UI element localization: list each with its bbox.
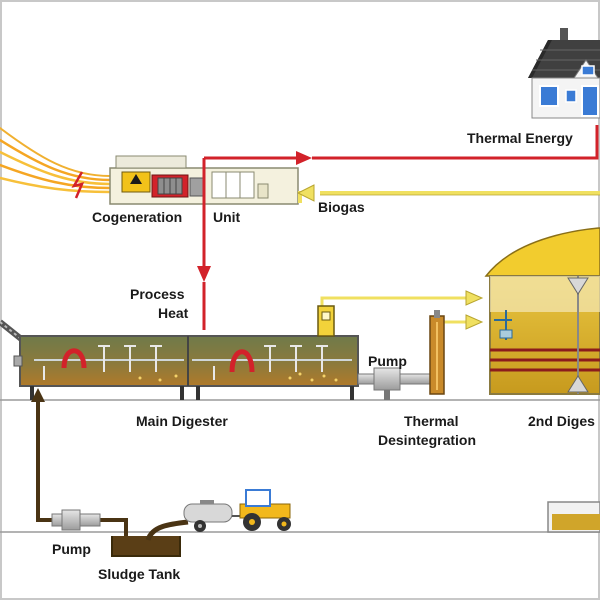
label-biogas: Biogas bbox=[318, 199, 365, 215]
label-heat: Heat bbox=[158, 305, 189, 321]
thermal-desintegration bbox=[429, 310, 445, 395]
biogas-pipe bbox=[296, 184, 600, 203]
lightning-icon bbox=[71, 171, 85, 199]
second-digester bbox=[484, 227, 600, 395]
tractor-icon bbox=[183, 489, 291, 532]
gas-arrow-2 bbox=[465, 314, 484, 330]
pump-top bbox=[357, 367, 443, 400]
heat-arrow-down bbox=[197, 266, 211, 282]
label-cogeneration: Cogeneration bbox=[92, 209, 182, 225]
power-lines bbox=[0, 127, 112, 194]
label-pump-bottom: Pump bbox=[52, 541, 91, 557]
storage-box bbox=[547, 501, 600, 533]
label-desintegration: Desintegration bbox=[378, 432, 476, 448]
heat-arrow-right bbox=[296, 151, 312, 165]
label-unit: Unit bbox=[213, 209, 241, 225]
label-thermal: Thermal bbox=[404, 413, 458, 429]
label-thermal-energy: Thermal Energy bbox=[467, 130, 573, 146]
label-process: Process bbox=[130, 286, 185, 302]
label-second-digester: 2nd Diges bbox=[528, 413, 595, 429]
sludge-tank bbox=[111, 519, 189, 557]
sludge-arrow-up bbox=[31, 388, 45, 402]
label-main-digester: Main Digester bbox=[136, 413, 228, 429]
house-icon bbox=[528, 28, 600, 119]
gas-collector bbox=[317, 305, 335, 337]
main-digester bbox=[13, 335, 359, 400]
heat-pipes bbox=[202, 125, 599, 330]
gas-arrow-1 bbox=[465, 290, 484, 306]
label-pump-top: Pump bbox=[368, 353, 407, 369]
pump-bottom bbox=[51, 509, 101, 531]
label-sludge-tank: Sludge Tank bbox=[98, 566, 180, 582]
